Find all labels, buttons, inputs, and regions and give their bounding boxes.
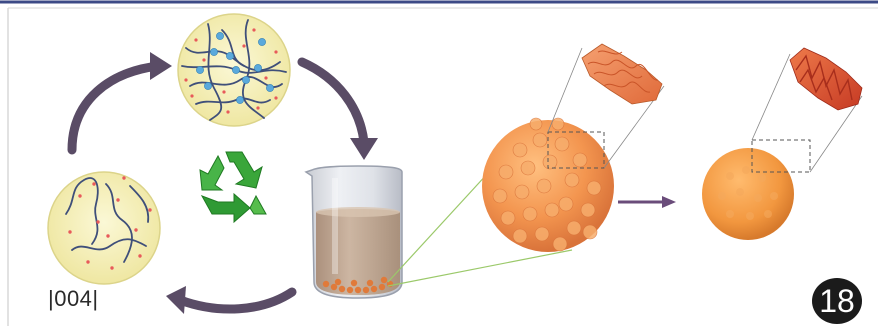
recycle-icon [200,152,266,222]
callout-line-c [752,54,790,140]
linear-polymer-circle [48,172,160,284]
zoom-line-lower [388,250,572,286]
right-arrow-icon [662,196,676,208]
microgel-small [702,148,794,240]
cycle-arrow-back [180,292,292,309]
page-code: |004| [48,286,99,312]
cycle-arrow-back-head [166,286,186,314]
surface-detail-large [582,44,662,104]
cycle-arrow-down-head [350,138,378,160]
cycle-arrow-up-head [150,52,172,80]
cycle-arrow-up [72,66,158,150]
figure-number-badge: 18 [812,278,862,324]
crosslinked-network-circle [178,14,290,126]
cycle-arrow-down [302,62,364,142]
beaker-icon [306,166,402,298]
surface-detail-small [790,48,862,110]
callout-line-a [548,48,582,132]
